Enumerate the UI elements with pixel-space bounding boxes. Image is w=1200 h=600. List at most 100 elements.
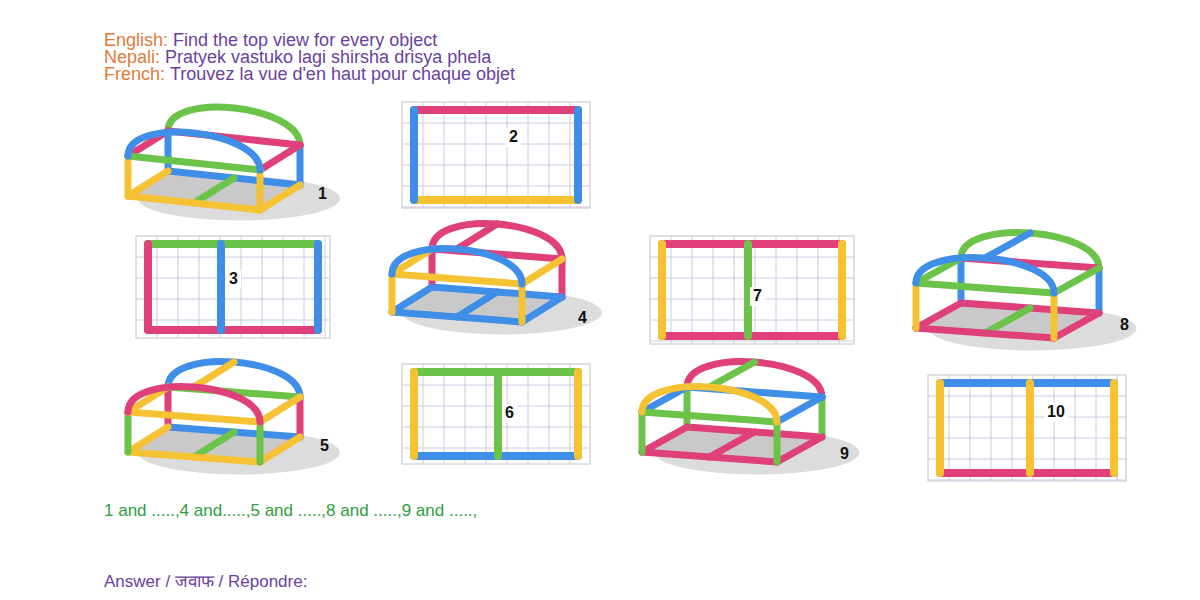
bar <box>128 171 168 196</box>
arch <box>128 387 260 422</box>
floor <box>916 303 1099 338</box>
grid-line <box>949 375 950 481</box>
callout-number: 7 <box>750 287 765 306</box>
floor <box>392 287 562 322</box>
grid-line <box>570 102 571 208</box>
bar <box>144 244 152 330</box>
arch <box>128 132 260 170</box>
bar <box>165 131 172 171</box>
grid-line <box>797 236 798 344</box>
top-view-panel <box>402 102 590 208</box>
bar <box>574 110 582 200</box>
callout-number: 6 <box>502 404 517 423</box>
bar <box>710 362 755 387</box>
bar <box>148 240 318 248</box>
arch <box>687 362 822 397</box>
bar <box>148 326 318 334</box>
bar <box>1096 268 1103 313</box>
bar <box>128 412 260 422</box>
grid-line <box>692 236 693 344</box>
grid-line <box>818 236 819 344</box>
bar <box>125 156 132 196</box>
bar <box>522 297 562 322</box>
bar <box>128 452 260 462</box>
bar <box>774 422 781 462</box>
instruction-line: French: Trouvez la vue d'en haut pour cha… <box>104 65 515 84</box>
grid-line <box>549 364 550 464</box>
object-3d <box>642 362 860 475</box>
bar <box>128 427 168 452</box>
top-view-panel <box>136 236 330 338</box>
bar <box>494 372 502 456</box>
grid-line <box>402 144 590 145</box>
grid-line <box>776 236 777 344</box>
bar <box>194 178 234 203</box>
grid-line <box>507 102 508 208</box>
bar <box>819 397 826 437</box>
callout-number: 3 <box>226 270 241 289</box>
grid-line <box>928 480 1126 481</box>
bar <box>165 387 172 427</box>
bar <box>777 437 822 462</box>
bar <box>838 244 846 336</box>
bar <box>297 145 304 185</box>
callout-number: 10 <box>1044 403 1068 422</box>
bar <box>913 283 920 328</box>
bar <box>642 412 777 422</box>
grid-line <box>1096 375 1097 481</box>
bar <box>410 372 418 456</box>
bar <box>916 303 961 328</box>
language-tag: French: <box>104 65 165 84</box>
bar <box>519 284 526 322</box>
arch <box>642 387 777 422</box>
panel-frame <box>402 102 590 208</box>
callout-number: 4 <box>578 310 587 327</box>
grid-line <box>528 364 529 464</box>
panel-frame <box>402 364 590 464</box>
bar <box>125 412 132 452</box>
arch <box>916 258 1054 293</box>
object-3d <box>392 224 602 335</box>
bar <box>936 383 944 473</box>
bar <box>916 328 1054 338</box>
bar <box>985 308 1030 333</box>
bar <box>314 244 322 330</box>
bar <box>297 397 304 437</box>
bar <box>639 412 646 452</box>
top-view-panel <box>402 364 590 464</box>
grid-line <box>444 102 445 208</box>
floor <box>128 171 300 210</box>
callout-number: 1 <box>318 186 327 203</box>
grid-line <box>1054 375 1055 481</box>
grid-line <box>486 364 487 464</box>
instruction-text: Trouvez la vue d'en haut pour chaque obj… <box>170 65 515 84</box>
arch <box>392 249 522 284</box>
grid-line <box>304 236 305 338</box>
floor <box>642 427 822 462</box>
bar <box>392 287 432 312</box>
grid-line <box>157 236 158 338</box>
bar <box>128 156 260 170</box>
panel-frame <box>928 375 1126 481</box>
grid-line <box>402 207 590 208</box>
callout-number: 5 <box>320 438 329 455</box>
top-view-panel <box>928 375 1126 481</box>
bar <box>1051 293 1058 338</box>
bar <box>958 258 965 303</box>
grid-line <box>650 341 854 342</box>
bar <box>217 244 225 330</box>
bar <box>1054 313 1099 338</box>
grid-line <box>199 236 200 338</box>
bar <box>559 259 566 297</box>
bar <box>128 196 260 210</box>
grid-line <box>970 375 971 481</box>
bar <box>194 432 234 457</box>
bar <box>985 233 1030 258</box>
grid-line <box>549 102 550 208</box>
grid-line <box>1075 375 1076 481</box>
bar <box>260 185 300 210</box>
bar <box>429 249 436 287</box>
bar <box>389 274 396 312</box>
grid-line <box>402 165 590 166</box>
bar <box>1110 383 1118 473</box>
